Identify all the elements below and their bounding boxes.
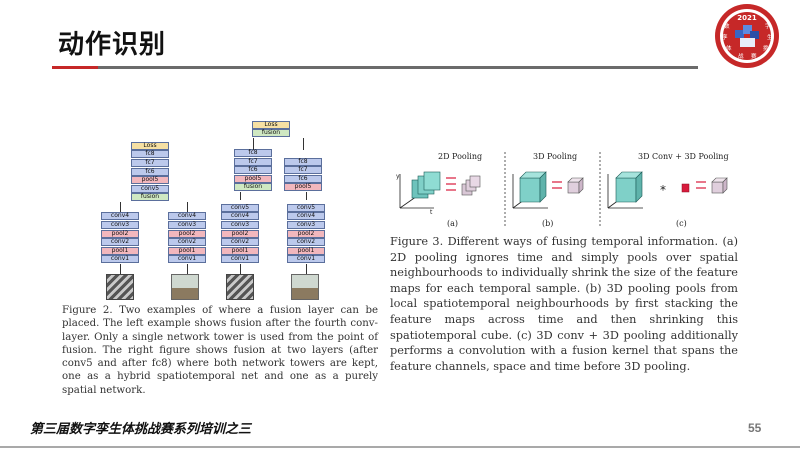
flow-arrow [303,138,304,150]
layer-box-pool2: pool2 [168,229,206,238]
layer-box-conv3: conv3 [221,221,259,229]
layer-box-conv5: conv5 [221,203,259,212]
layer-box-conv3: conv3 [287,221,325,229]
competition-emblem-logo: 2021 数 字 孪 生 体 挑 战 赛 [715,4,779,68]
svg-text:体: 体 [726,44,732,52]
flow-arrow [120,202,121,212]
figure3-pooling-diagram: 2D Pooling 3D Pooling 3D Conv + 3D Pooli… [390,146,740,236]
page-number: 55 [748,421,762,435]
layer-box-pool2: pool2 [287,229,325,238]
layer-box-conv2: conv2 [287,238,325,247]
pooled-cube-c-icon [711,177,728,194]
layer-box-conv1: conv1 [287,255,325,264]
svg-text:2021: 2021 [737,14,757,22]
figure3-header-3d: 3D Pooling [533,152,578,161]
layer-box-pool1: pool1 [287,246,325,255]
layer-box-pool5: pool5 [131,176,169,185]
layer-box-fc6: fc6 [234,166,272,175]
figure3-drawing: y t x [396,152,728,228]
layer-box-fc7: fc7 [234,157,272,166]
video-frames-thumbnail [226,274,254,300]
figure2-caption: Figure 2. Two examples of where a fusion… [62,305,378,396]
flow-arrow [187,202,188,212]
layer-box-Loss: Loss [131,141,169,150]
figure3-header-3dconv: 3D Conv + 3D Pooling [638,152,729,161]
svg-text:数: 数 [724,22,730,30]
layer-box-pool1: pool1 [221,246,259,255]
flow-arrow [240,264,241,274]
svg-text:孪: 孪 [722,33,728,41]
layer-box-conv5: conv5 [287,203,325,212]
flow-arrow [120,264,121,274]
footer-series-title: 第三届数字孪生体挑战赛系列培训之三 [30,422,252,437]
flow-arrow [306,192,307,200]
title-underline [98,66,698,69]
figure3-caption: Figure 3. Different ways of fusing tempo… [390,235,738,373]
layer-box-conv2: conv2 [221,238,259,247]
svg-text:字: 字 [765,22,771,30]
layer-box-conv4: conv4 [168,212,206,221]
layer-box-fc7: fc7 [131,159,169,167]
svg-text:战: 战 [738,52,744,60]
flow-arrow [253,138,254,150]
pooled-cube-b-icon [567,177,584,194]
layer-box-conv5: conv5 [131,184,169,193]
slide-title: 动作识别 [58,30,167,60]
layer-box-conv4: conv4 [221,212,259,221]
layer-box-pool2: pool2 [101,229,139,238]
layer-box-pool5: pool5 [234,174,272,183]
arrows-a-icon [446,177,456,191]
svg-text:赛: 赛 [751,52,757,60]
layer-box-pool1: pool1 [168,246,206,255]
arrows-b-icon [552,181,562,189]
layer-box-fc6: fc6 [131,167,169,176]
video-frames-thumbnail [106,274,134,300]
kernel-c-icon [681,183,690,193]
photo-thumbnail [171,274,199,300]
svg-text:y: y [396,173,400,180]
layer-box-pool5: pool5 [284,183,322,192]
figure3-sublabel-a: (a) [447,219,459,228]
arrows-c-icon [696,181,706,189]
footer-divider [0,446,800,448]
layer-box-fc8: fc8 [131,150,169,159]
layer-box-fc7: fc7 [284,166,322,175]
figure3-sublabel-b: (b) [542,219,554,228]
layer-box-fusion: fusion [252,129,290,138]
figure3-header-2d: 2D Pooling [438,152,483,161]
title-underline-accent [52,66,98,69]
layer-box-conv3: conv3 [168,221,206,229]
layer-box-fusion: fusion [131,193,169,202]
layer-box-conv1: conv1 [221,255,259,264]
pooled-maps-a-icon [461,175,481,196]
figure3-sublabel-c: (c) [676,219,687,228]
layer-box-conv4: conv4 [101,212,139,221]
layer-box-conv2: conv2 [168,238,206,247]
cube-b-icon [519,171,547,203]
layer-box-conv1: conv1 [168,255,206,264]
layer-box-pool1: pool1 [101,246,139,255]
layer-box-fc8: fc8 [234,149,272,157]
layer-box-conv3: conv3 [101,221,139,229]
layer-box-pool2: pool2 [221,229,259,238]
feature-maps-a-icon [411,171,441,199]
layer-box-conv1: conv1 [101,255,139,264]
layer-box-fc6: fc6 [284,174,322,183]
cube-c-icon [615,171,643,203]
layer-box-Loss: Loss [252,120,290,129]
flow-arrow [306,264,307,274]
flow-arrow [187,264,188,274]
layer-box-fc8: fc8 [284,157,322,166]
svg-text:挑: 挑 [763,44,769,52]
photo-thumbnail [291,274,319,300]
convolution-star-icon: * [660,183,666,197]
svg-text:t: t [430,209,433,216]
flow-arrow [240,192,241,200]
layer-box-fusion: fusion [234,183,272,192]
layer-box-conv2: conv2 [101,238,139,247]
layer-box-conv4: conv4 [287,212,325,221]
svg-text:生: 生 [767,33,773,41]
